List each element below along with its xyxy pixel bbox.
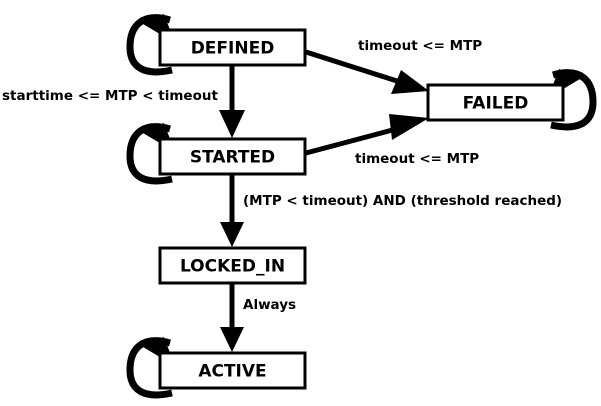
edge-label-timeout-defined-failed: timeout <= MTP: [358, 38, 482, 54]
started-box-rect: [158, 137, 307, 176]
state-box-started[interactable]: STARTED: [158, 137, 307, 176]
defined-to-failed-line: [305, 49, 401, 85]
edge-label-starttime: starttime <= MTP < timeout: [2, 88, 218, 104]
edge-label-timeout-started-failed: timeout <= MTP: [355, 151, 479, 167]
state-box-failed[interactable]: FAILED: [426, 83, 565, 122]
started-self-loop-path: [126, 123, 173, 185]
edge-label-threshold-reached: (MTP < timeout) AND (threshold reached): [243, 193, 562, 209]
edge-label-always: Always: [243, 297, 296, 313]
locked-in-box-rect: [158, 246, 307, 285]
transition-locked-in-to-active: [220, 283, 244, 352]
active-box-label: ACTIVE: [198, 362, 266, 382]
transition-defined-to-started: [219, 65, 245, 138]
locked-in-to-active-arrowhead: [220, 327, 244, 352]
started-to-failed-arrowhead: [389, 114, 429, 140]
started-box-label: STARTED: [190, 148, 275, 168]
defined-box-label: DEFINED: [191, 39, 275, 59]
active-self-loop-path: [126, 337, 173, 399]
state-box-defined[interactable]: DEFINED: [158, 28, 307, 67]
failed-box-rect: [426, 83, 565, 122]
locked-in-box-label: LOCKED_IN: [180, 257, 285, 277]
state-box-locked-in[interactable]: LOCKED_IN: [158, 246, 307, 285]
defined-to-failed-arrowhead: [391, 70, 429, 94]
state-box-active[interactable]: ACTIVE: [158, 351, 307, 390]
defined-self-loop-path: [126, 14, 173, 76]
started-to-locked-in-arrowhead: [220, 222, 244, 247]
defined-box-rect: [158, 28, 307, 67]
transition-started-to-locked-in: [220, 174, 244, 247]
failed-box-label: FAILED: [463, 94, 529, 114]
transition-defined-to-failed: [305, 49, 429, 94]
failed-self-loop-path: [550, 69, 597, 131]
defined-to-started-arrowhead: [219, 110, 245, 138]
started-to-failed-line: [305, 125, 401, 156]
active-box-rect: [158, 351, 307, 390]
transition-started-to-failed: [305, 114, 429, 156]
